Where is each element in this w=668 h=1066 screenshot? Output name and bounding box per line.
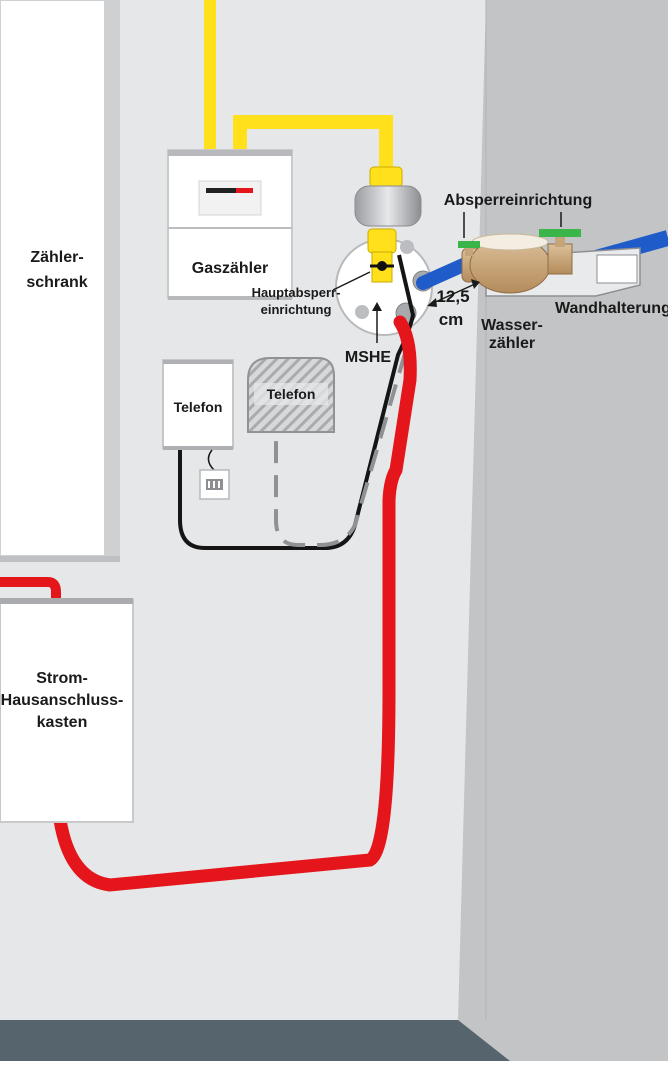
meter-cabinet bbox=[0, 0, 120, 562]
telephone-alt-label-bg bbox=[254, 383, 328, 405]
mshe-port-telecom bbox=[355, 305, 369, 319]
main-shutoff-label-2: einrichtung bbox=[261, 302, 332, 317]
gas-meter-label: Gaszähler bbox=[192, 260, 268, 277]
power-connection-box bbox=[0, 598, 134, 823]
gas-coupling-top bbox=[369, 166, 403, 188]
telephone-box bbox=[162, 359, 234, 450]
mshe-label: MSHE bbox=[345, 349, 392, 366]
distance-arrow-icon bbox=[427, 279, 480, 307]
power-cable bbox=[53, 315, 417, 892]
meter-cabinet-label-2: schrank bbox=[26, 274, 87, 291]
main-shutoff-body bbox=[367, 228, 397, 254]
power-box-label-3: kasten bbox=[37, 714, 88, 731]
meter-cabinet-label-1: Zähler- bbox=[30, 249, 83, 266]
mshe-arrow-icon bbox=[372, 302, 382, 343]
distance-unit: cm bbox=[439, 310, 464, 329]
gas-pressure-regulator bbox=[354, 185, 422, 227]
water-meter-label-2: zähler bbox=[489, 335, 535, 352]
mshe-port-gas bbox=[400, 240, 414, 254]
telephone-box-label: Telefon bbox=[174, 399, 223, 415]
power-cable-cabinet-feed bbox=[0, 577, 61, 605]
water-meter bbox=[461, 233, 573, 294]
power-box-label-1: Strom- bbox=[36, 670, 88, 687]
telephone-box-alternative-label: Telefon bbox=[267, 386, 316, 402]
shutoff-valve-left bbox=[458, 241, 480, 256]
power-box-label-2: Hausanschluss- bbox=[1, 692, 124, 709]
gas-pipe-loop bbox=[233, 115, 393, 172]
main-shutoff-leader bbox=[332, 271, 371, 291]
shutoff-valve-right bbox=[539, 229, 581, 247]
gas-meter bbox=[167, 149, 293, 300]
distance-value: 12,5 bbox=[436, 287, 469, 306]
water-meter-label-1: Wasser- bbox=[481, 317, 543, 334]
telephone-socket-icon bbox=[199, 469, 230, 500]
floor bbox=[0, 1020, 510, 1061]
telecom-cable-alternative bbox=[274, 317, 409, 547]
main-shutoff-label-1: Hauptabsperr- bbox=[252, 285, 341, 300]
right-wall bbox=[458, 0, 668, 1061]
wall-bracket-label: Wandhalterung bbox=[555, 300, 668, 317]
socket-wire bbox=[207, 449, 215, 471]
ball-valve-icon bbox=[370, 261, 394, 271]
shutoff-device-label: Absperreinrichtung bbox=[444, 192, 592, 209]
